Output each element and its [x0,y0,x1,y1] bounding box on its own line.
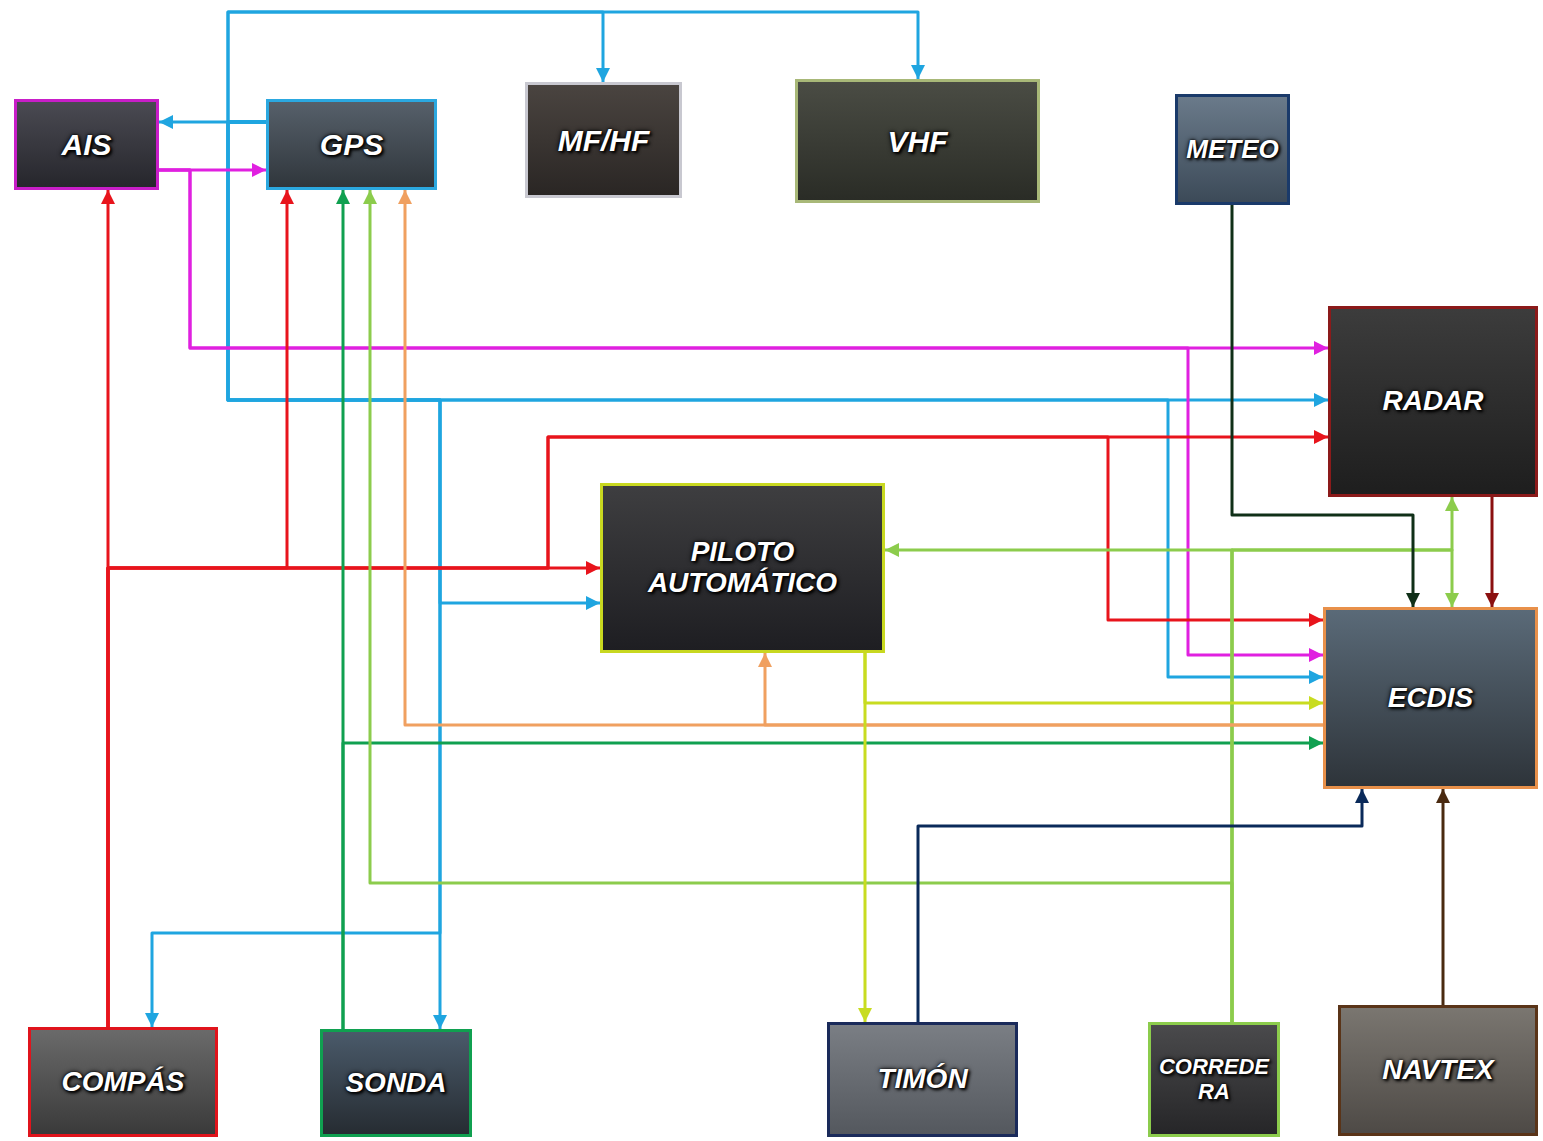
signal-wire [405,190,1323,725]
signal-wire [108,437,1328,1027]
device-label: RADAR [1376,384,1489,419]
device-box: GPS [266,99,437,190]
signal-wire [1442,789,1445,1005]
device-box: ECDIS [1323,607,1538,789]
device-box: COMPÁS [28,1027,218,1137]
device-box: PILOTO AUTOMÁTICO [600,483,885,653]
signal-wire [865,653,1323,703]
signal-wire [159,170,1328,348]
signal-wire [918,789,1362,1022]
signal-wire [1491,497,1494,607]
device-box: VHF [795,79,1040,203]
device-label: PILOTO AUTOMÁTICO [603,535,882,601]
device-box: CORREDERA [1148,1022,1280,1137]
device-label: SONDA [339,1066,452,1101]
signal-wire [108,437,1323,1027]
signal-wire [864,653,867,1022]
device-label: METEO [1180,133,1284,166]
signal-wire [765,653,1323,725]
device-box: NAVTEX [1338,1005,1538,1136]
signal-wire [343,743,1323,1029]
signal-wire [108,568,600,1027]
signal-wire [885,550,1232,1022]
device-label: ECDIS [1382,681,1480,716]
device-label: VHF [882,123,954,160]
device-label: AIS [55,126,117,163]
device-box: METEO [1175,94,1290,205]
device-box: MF/HF [525,82,682,198]
signal-wire [370,190,1232,1022]
signal-wire [159,170,1323,655]
device-label: COMPÁS [56,1065,191,1100]
device-box: TIMÓN [827,1022,1018,1137]
signal-wire [108,190,287,1027]
device-label: GPS [314,126,389,163]
device-label: TIMÓN [871,1062,973,1097]
device-label: CORREDERA [1151,1053,1277,1105]
signal-wire [152,122,440,1027]
device-box: AIS [14,99,159,190]
device-label: NAVTEX [1376,1053,1500,1088]
device-label: MF/HF [552,122,656,159]
device-box: SONDA [320,1029,472,1137]
signal-wire [228,122,440,1029]
device-box: RADAR [1328,306,1538,497]
